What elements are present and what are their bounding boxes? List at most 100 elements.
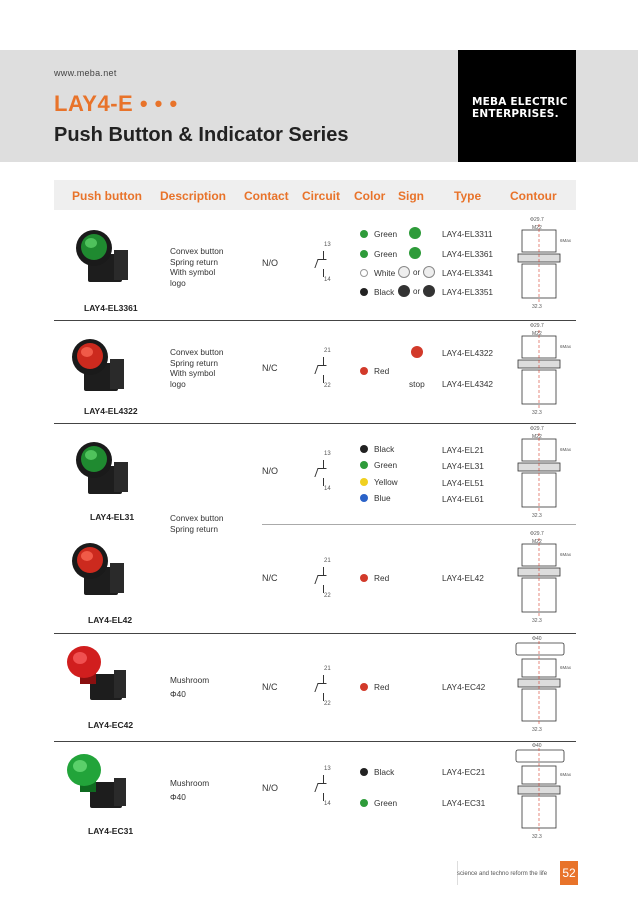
blue-indicator <box>360 494 368 502</box>
stop-label: stop <box>409 379 425 389</box>
type-code: LAY4-EC42 <box>442 682 486 692</box>
row-divider <box>54 741 576 742</box>
type-code: LAY4-EL3361 <box>442 249 494 259</box>
power-symbol-icon <box>409 247 421 259</box>
black-indicator <box>360 288 368 296</box>
type-code: LAY4-EL31 <box>442 461 484 471</box>
svg-text:32.3: 32.3 <box>532 410 542 416</box>
contact-type: N/C <box>262 682 278 692</box>
arrow-down-icon <box>423 266 435 278</box>
col-description: Description <box>160 189 227 203</box>
svg-text:M22: M22 <box>532 331 542 337</box>
caption: LAY4-EL4322 <box>84 406 138 416</box>
color-label: Green <box>374 460 398 470</box>
svg-text:Φ29.7: Φ29.7 <box>530 323 544 329</box>
sub-row-divider <box>262 524 576 525</box>
table-header: Push button Description Contact Circuit … <box>54 180 576 210</box>
contact-type: N/O <box>262 466 279 476</box>
col-type: Type <box>454 189 482 203</box>
website-url[interactable]: www.meba.net <box>54 68 117 78</box>
caption: LAY4-EC42 <box>88 720 134 730</box>
color-label: Red <box>374 366 390 376</box>
color-label: Red <box>374 573 390 583</box>
svg-text:6Max: 6Max <box>560 665 572 670</box>
green-indicator <box>360 799 368 807</box>
color-label: Black <box>374 767 395 777</box>
yellow-indicator <box>360 478 368 486</box>
push-button-photo-green <box>76 442 128 494</box>
power-symbol-icon <box>411 346 423 358</box>
footer-tagline: science and techno reform the life <box>457 871 548 877</box>
contact-type: N/O <box>262 258 279 268</box>
svg-text:Φ29.7: Φ29.7 <box>530 217 544 223</box>
svg-text:32.3: 32.3 <box>532 834 542 840</box>
svg-text:M22: M22 <box>532 434 542 440</box>
svg-text:6Max: 6Max <box>560 238 572 243</box>
col-sign: Sign <box>398 189 424 203</box>
type-code: LAY4-EL4322 <box>442 348 494 358</box>
push-button-photo-green-symbol <box>76 230 128 282</box>
color-label: Green <box>374 229 398 239</box>
red-indicator <box>360 683 368 691</box>
or-label: or <box>413 287 421 296</box>
caption: LAY4-EL31 <box>90 512 135 522</box>
color-label: Black <box>374 287 395 297</box>
color-label: Yellow <box>374 477 398 487</box>
color-label: Green <box>374 798 398 808</box>
arrow-up-icon <box>398 266 410 278</box>
svg-text:6Max: 6Max <box>560 344 572 349</box>
logo-line-1: MEBA ELECTRIC <box>472 96 568 108</box>
svg-text:Φ40: Φ40 <box>532 636 542 642</box>
svg-text:Φ40: Φ40 <box>532 743 542 749</box>
type-code: LAY4-EL51 <box>442 478 484 488</box>
black-indicator <box>360 768 368 776</box>
logo-line-2: ENTERPRISES. <box>472 108 559 120</box>
svg-text:M22: M22 <box>532 225 542 231</box>
svg-text:M22: M22 <box>532 539 542 545</box>
type-code: LAY4-EL3341 <box>442 268 494 278</box>
arrow-up-icon <box>398 285 410 297</box>
contact-type: N/O <box>262 783 279 793</box>
type-code: LAY4-EC31 <box>442 798 486 808</box>
white-indicator <box>360 269 368 277</box>
svg-text:6Max: 6Max <box>560 552 572 557</box>
svg-text:32.3: 32.3 <box>532 513 542 519</box>
type-code: LAY4-EL4342 <box>442 379 494 389</box>
color-label: White <box>374 268 396 278</box>
caption: LAY4-EL3361 <box>84 303 138 313</box>
footer-divider <box>457 861 458 885</box>
color-label: Blue <box>374 493 391 503</box>
color-label: Black <box>374 444 395 454</box>
black-indicator <box>360 445 368 453</box>
color-label: Red <box>374 682 390 692</box>
arrow-down-icon <box>423 285 435 297</box>
or-label: or <box>413 268 421 277</box>
type-code: LAY4-EL42 <box>442 573 484 583</box>
row-divider <box>54 423 576 424</box>
svg-text:32.3: 32.3 <box>532 727 542 733</box>
col-push-button: Push button <box>72 189 142 203</box>
svg-text:32.3: 32.3 <box>532 304 542 310</box>
svg-text:Φ29.7: Φ29.7 <box>530 531 544 537</box>
type-code: LAY4-EC21 <box>442 767 486 777</box>
series-subtitle: Push Button & Indicator Series <box>54 124 349 146</box>
contact-type: N/C <box>262 573 278 583</box>
col-color: Color <box>354 189 386 203</box>
green-indicator <box>360 461 368 469</box>
svg-text:32.3: 32.3 <box>532 618 542 624</box>
col-contour: Contour <box>510 189 557 203</box>
